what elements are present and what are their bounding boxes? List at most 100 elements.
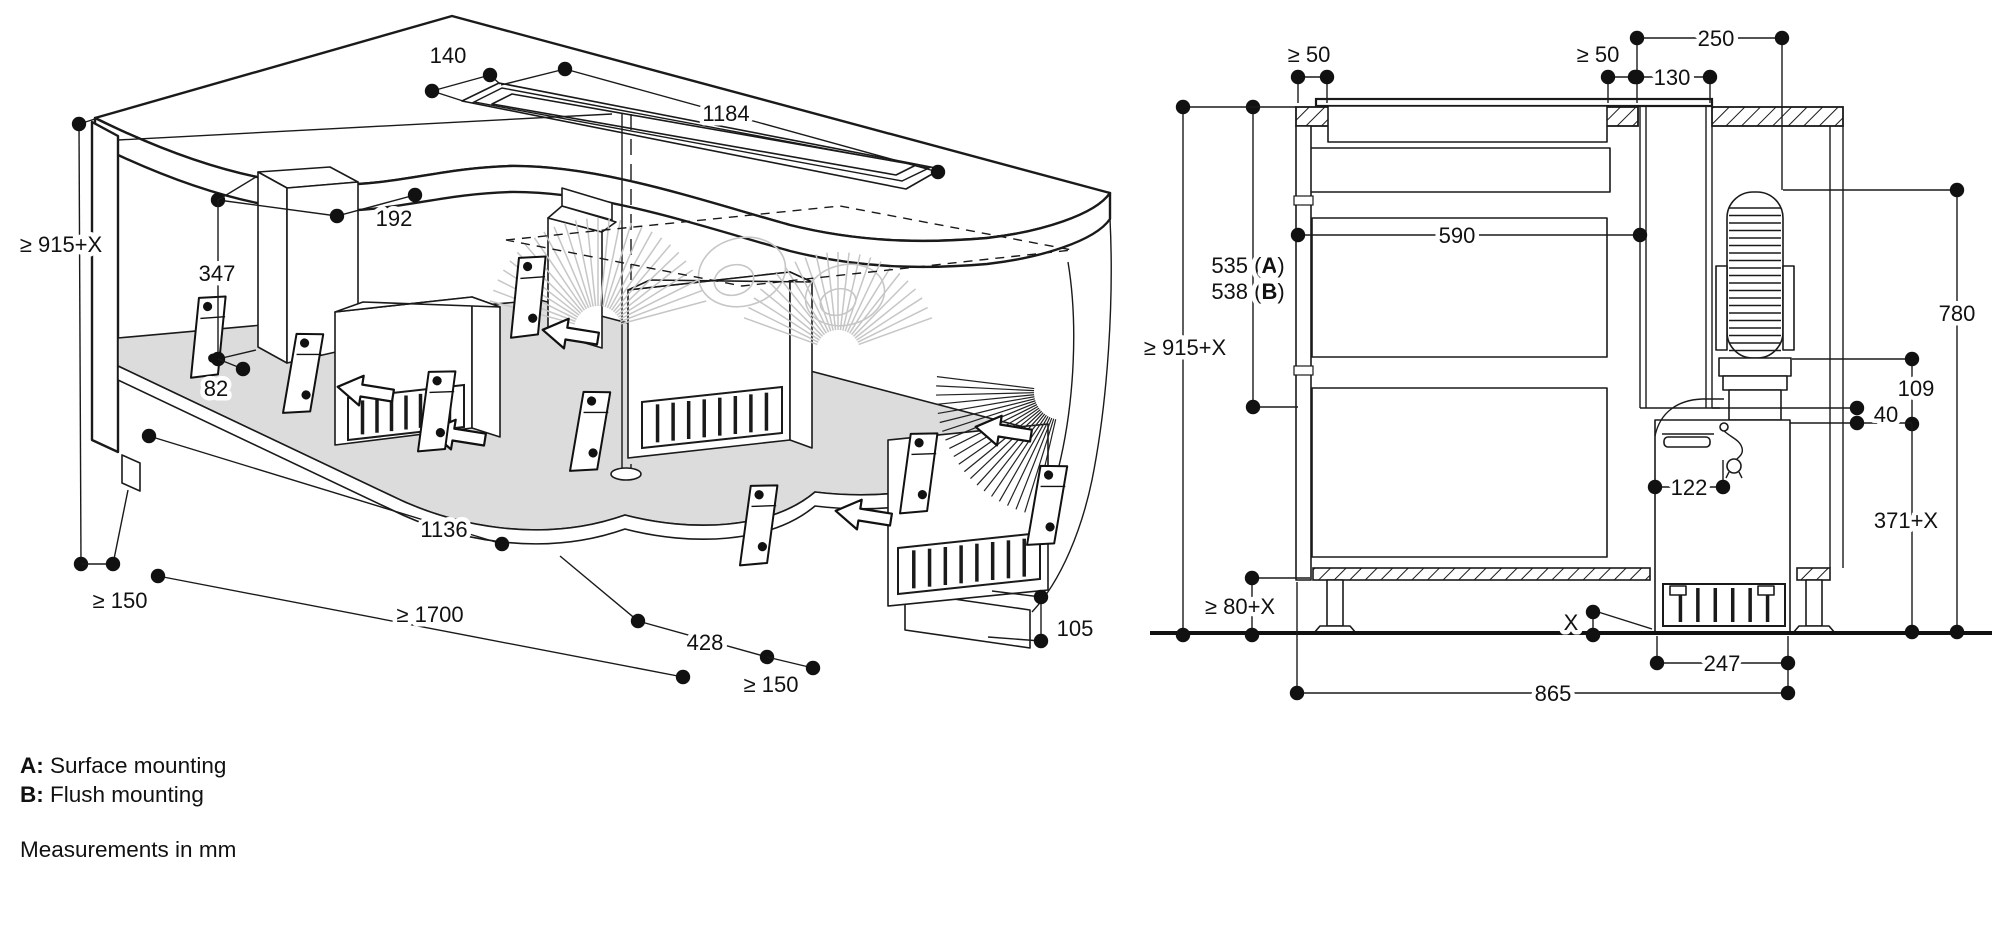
iso-dimensions: ≥ 915+X 140 1184 192 — [15, 39, 1098, 702]
legend-key-a: A: — [20, 753, 44, 778]
dim-gap-left: ≥ 50 — [1283, 38, 1335, 103]
drawer-lower — [1311, 387, 1608, 558]
dim-total-width: 865 — [1289, 582, 1796, 711]
dim-label: X — [1564, 610, 1579, 635]
legend-label-b: Flush mounting — [43, 781, 204, 807]
power-plug-icon — [1725, 458, 1743, 479]
dim-label: 105 — [1057, 616, 1094, 641]
dim-label: 347 — [199, 261, 236, 286]
cabinet-leg-right — [1792, 579, 1836, 634]
dim-label: 130 — [1654, 65, 1691, 90]
dim-label-a: 535 (A) — [1211, 253, 1284, 278]
dim-inner-width: 590 — [1290, 219, 1648, 253]
dim-label: 250 — [1698, 26, 1735, 51]
dim-label: ≥ 150 — [93, 588, 148, 613]
hob-housing — [1309, 147, 1611, 193]
blower-unit — [1654, 398, 1791, 633]
cabinet-structure — [1150, 97, 1992, 635]
dim-blower-height: 371+X — [1869, 424, 1943, 640]
blower-cone-right — [804, 263, 886, 327]
dim-blower-width: 247 — [1649, 636, 1796, 693]
dim-front-clearance: ≥ 1700 — [150, 568, 691, 685]
section-dimensions: ≥ 50 ≥ 50 130 250 — [1139, 22, 1980, 711]
dim-label: 82 — [204, 376, 228, 401]
hob-glass — [1314, 97, 1714, 108]
dim-worktop-height: ≥ 915+X — [15, 116, 107, 572]
filter-unit-center — [627, 271, 813, 459]
dim-label: ≥ 915+X — [20, 232, 103, 257]
blower-grille — [1662, 583, 1786, 627]
legend-key-b: B: — [20, 781, 44, 807]
right-curved-panel — [904, 218, 1112, 649]
airflow-decoration — [184, 205, 1075, 572]
dim-label: ≥ 50 — [1288, 42, 1331, 67]
glass-panel-dashed — [505, 205, 1073, 287]
left-panel-foot — [121, 454, 141, 492]
dim-plinth-height: 105 — [987, 589, 1098, 649]
blower-cone-left — [697, 236, 787, 308]
dim-label: ≥ 1700 — [396, 602, 463, 627]
cabinet-bottom-right — [1796, 567, 1831, 581]
dim-label: 40 — [1874, 402, 1898, 427]
cabinet-left-wall — [1295, 125, 1312, 581]
legend-flush-mounting: B: Flush mounting — [20, 781, 236, 810]
dim-label: 371+X — [1874, 508, 1939, 533]
dim-label: ≥ 915+X — [1144, 335, 1227, 360]
cabinet-leg-left — [1313, 579, 1357, 634]
dim-box-gap: 82 — [199, 358, 251, 406]
dim-label: 590 — [1439, 223, 1476, 248]
hob-body — [1327, 105, 1608, 143]
dim-duct-height: 780 — [1783, 182, 1980, 640]
worktop-section-mid — [1605, 106, 1639, 127]
dim-slot-length: 1184 — [500, 61, 946, 180]
units-note: Measurements in mm — [20, 837, 237, 862]
dim-label-b: 538 (B) — [1211, 279, 1284, 304]
dim-cord-offset: 122 — [1647, 460, 1731, 505]
dim-floor-var: X — [1559, 604, 1653, 643]
dim-label: ≥ 50 — [1577, 42, 1620, 67]
dim-gap-small: 40 — [1712, 398, 1912, 432]
dim-label: 1136 — [420, 517, 467, 542]
duct-connector — [1718, 357, 1792, 377]
dim-channel-width: 130 — [1629, 61, 1718, 103]
duct-channel — [1639, 106, 1720, 409]
dim-label: 140 — [430, 43, 467, 68]
dim-interior-width: 1136 — [141, 428, 510, 552]
dim-label: 247 — [1704, 651, 1741, 676]
dim-label: 192 — [376, 206, 413, 231]
drawer-upper — [1311, 217, 1608, 358]
dim-duct-offset: 250 — [1629, 22, 1790, 190]
filter-unit-left — [334, 296, 501, 446]
island-structure — [90, 14, 1112, 649]
dim-label: ≥ 150 — [744, 672, 799, 697]
dim-box-width: 192 — [210, 187, 423, 236]
dim-label: 865 — [1535, 681, 1572, 706]
isometric-view: ≥ 915+X 140 1184 192 — [15, 14, 1112, 702]
section-view: ≥ 50 ≥ 50 130 250 — [1139, 22, 1992, 711]
dim-worktop-height-section: ≥ 915+X — [1139, 99, 1296, 643]
legend-surface-mounting: A: Surface mounting — [20, 752, 236, 781]
power-cord — [1723, 430, 1744, 462]
dim-label: 109 — [1898, 376, 1935, 401]
legend-label-a: Surface mounting — [43, 753, 227, 778]
cabinet-bottom-left — [1312, 567, 1651, 581]
dim-label: 1184 — [702, 101, 749, 126]
dim-label: 428 — [687, 630, 724, 655]
dim-label: ≥ 80+X — [1205, 594, 1276, 619]
worktop-section-right — [1711, 106, 1844, 127]
worktop-section-left — [1295, 106, 1331, 127]
fan-pattern-right-dark — [936, 376, 1057, 515]
dim-plinth-clearance: ≥ 80+X — [1200, 570, 1310, 643]
dim-floor-depth: 428 — [559, 555, 775, 665]
legend: A: Surface mounting B: Flush mounting Me… — [20, 752, 236, 865]
left-side-panel — [90, 120, 120, 454]
dim-label: 780 — [1939, 301, 1976, 326]
dim-side-clearance-right: ≥ 150 — [739, 656, 821, 702]
dim-recess-depth: 535 (A) 538 (B) — [1207, 99, 1298, 415]
dim-box-height: 347 — [194, 176, 257, 367]
dim-connector-height: 109 — [1792, 351, 1939, 432]
dim-slot-width: 140 — [424, 39, 501, 102]
flexible-duct — [1715, 191, 1795, 421]
